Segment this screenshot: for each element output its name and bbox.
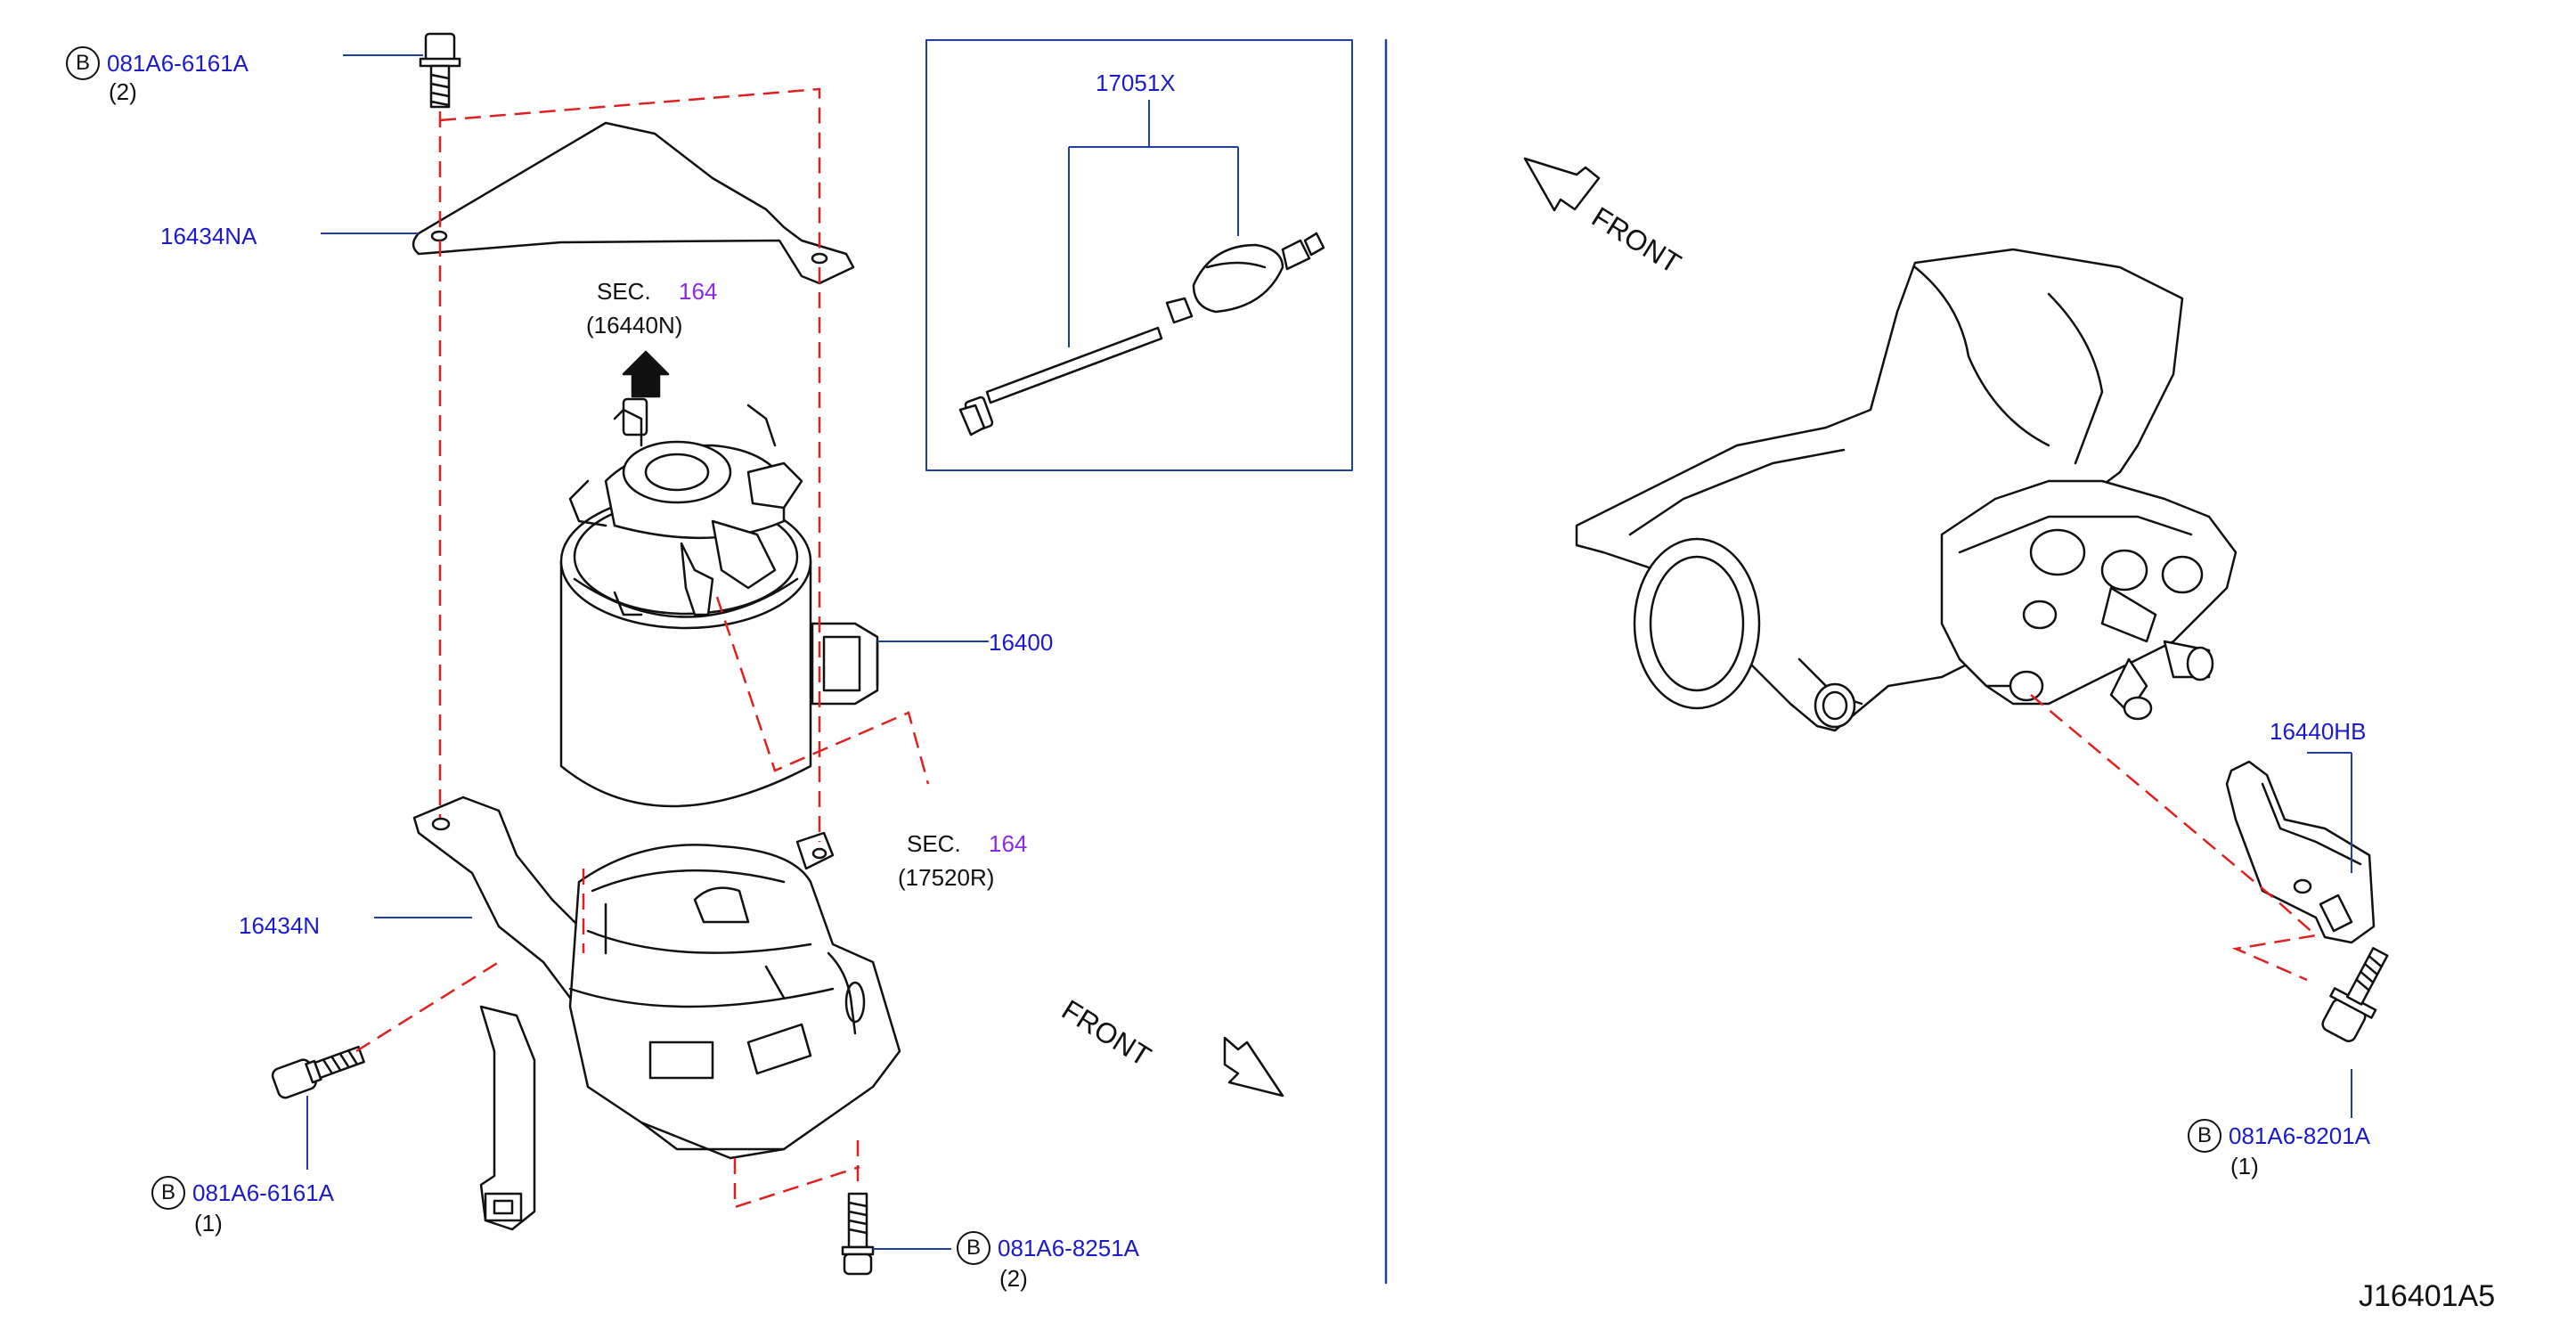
front-arrow-upper-icon	[1523, 157, 1601, 212]
sec-upper-number[interactable]: 164	[679, 278, 718, 305]
left-bolt-icon	[271, 1045, 365, 1099]
label-bolt-bottom[interactable]: 081A6-8251A	[998, 1235, 1140, 1261]
leader-lines	[306, 54, 2352, 1250]
arrow-up-icon	[622, 350, 670, 398]
label-bracket-upper[interactable]: 16434NA	[160, 223, 257, 249]
qty-bolt-bottom: (2)	[999, 1265, 1028, 1292]
front-arrow-lower-icon	[1223, 1036, 1284, 1098]
sec-lower-ref: (17520R)	[898, 864, 995, 891]
hose-kit-icon	[958, 232, 1325, 437]
label-hose-kit[interactable]: 17051X	[1096, 69, 1176, 96]
qty-bolt-left: (1)	[194, 1210, 223, 1236]
filter-holder-icon	[568, 844, 901, 1160]
intake-assembly-icon	[1575, 248, 2238, 732]
qty-bolt-top: (2)	[109, 78, 137, 105]
label-filter[interactable]: 16400	[989, 629, 1054, 656]
sec-upper-ref: (16440N)	[586, 312, 683, 339]
label-bolt-left[interactable]: 081A6-6161A	[192, 1179, 335, 1206]
hose-kit-box	[925, 39, 1353, 471]
sec-lower-text: SEC.	[907, 830, 961, 857]
b-marker-right: B	[2188, 1119, 2221, 1153]
fuel-filter-icon	[559, 404, 879, 808]
label-bracket-lower[interactable]: 16434N	[239, 912, 321, 939]
label-bolt-right[interactable]: 081A6-8201A	[2229, 1122, 2371, 1149]
label-bolt-top[interactable]: 081A6-6161A	[107, 50, 249, 77]
alignment-dashes	[355, 87, 2319, 1209]
right-bolt-icon	[2321, 947, 2389, 1042]
b-marker-top: B	[66, 46, 100, 80]
b-marker-bottom: B	[957, 1231, 990, 1265]
diagram-reference: J16401A5	[2359, 1279, 2496, 1313]
right-bracket-icon	[2225, 760, 2376, 944]
sec-upper-text: SEC.	[597, 278, 651, 305]
top-bolt-icon	[419, 32, 461, 109]
upper-bracket-icon	[412, 121, 855, 285]
sec-lower-number[interactable]: 164	[989, 830, 1028, 857]
label-bracket-right[interactable]: 16440HB	[2270, 718, 2367, 745]
lower-bracket-icon	[412, 796, 835, 1231]
b-marker-left: B	[151, 1176, 185, 1210]
qty-bolt-right: (1)	[2230, 1153, 2259, 1179]
bottom-bolt-icon	[841, 1192, 875, 1276]
